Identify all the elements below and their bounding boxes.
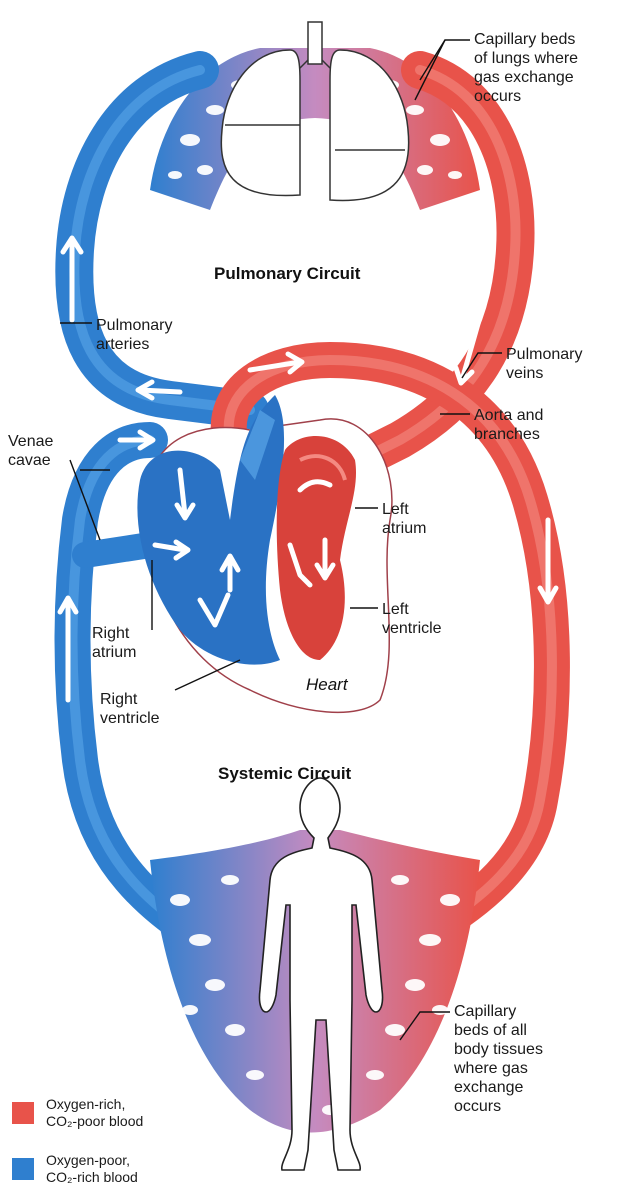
heart-illustration	[137, 395, 393, 714]
venae-cavae-vessel	[54, 422, 208, 948]
legend-oxygen-poor: Oxygen-poor, CO₂-rich blood	[12, 1152, 138, 1186]
systemic-circuit-title: Systemic Circuit	[218, 764, 352, 783]
right-atrium-label: Right atrium	[92, 625, 137, 661]
legend-oxygen-rich-text: Oxygen-rich, CO₂-poor blood	[46, 1096, 144, 1129]
lungs-illustration	[220, 21, 410, 202]
lung-capillary-bed	[150, 48, 480, 210]
legend-oxygen-poor-text: Oxygen-poor, CO₂-rich blood	[46, 1152, 138, 1185]
aorta-label: Aorta and branches	[474, 407, 544, 443]
venae-cavae-label: Venae cavae	[8, 433, 54, 469]
pulmonary-artery-vessel	[55, 51, 269, 429]
leader-lines	[60, 39, 502, 1041]
capillary-body-label: Capillary beds of all body tissues where…	[454, 1003, 543, 1115]
pulmonary-arteries-label: Pulmonary arteries	[96, 317, 173, 353]
pulmonary-circuit-title: Pulmonary Circuit	[214, 264, 361, 283]
heart-label: Heart	[306, 675, 348, 694]
left-atrium-label: Left atrium	[382, 501, 427, 537]
human-body-illustration	[258, 777, 384, 1171]
flow-arrows	[57, 235, 559, 703]
left-ventricle-label: Left ventricle	[382, 601, 442, 637]
legend-swatch-blue	[12, 1158, 34, 1180]
pulmonary-veins-label: Pulmonary veins	[506, 346, 583, 382]
capillary-lungs-label: Capillary beds of lungs where gas exchan…	[474, 31, 579, 105]
right-ventricle-label: Right ventricle	[100, 691, 160, 727]
legend-oxygen-rich: Oxygen-rich, CO₂-poor blood	[12, 1096, 143, 1130]
legend-swatch-red	[12, 1102, 34, 1124]
